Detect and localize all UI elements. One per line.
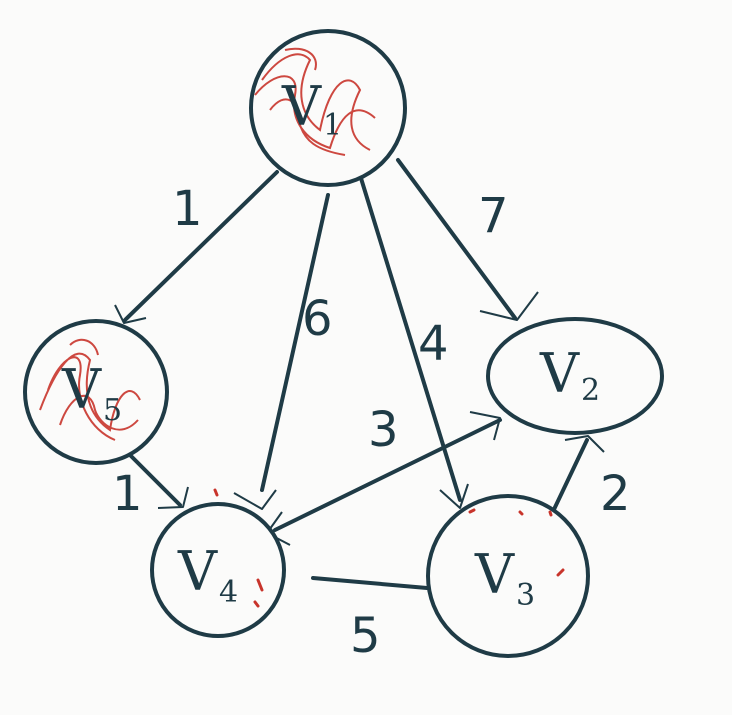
node-v2-circle — [486, 317, 664, 435]
node-v5-circle — [23, 319, 169, 465]
node-v1-circle — [249, 29, 407, 187]
edge-v1-v4 — [260, 193, 330, 492]
arrowhead-v3 — [439, 483, 469, 509]
weight-v1-v4: 6 — [302, 291, 333, 347]
arrowhead-v4-from-v1 — [233, 489, 277, 510]
node-v5[interactable]: V5 — [23, 319, 169, 465]
weight-v4-v3: 5 — [350, 608, 381, 664]
edge-v4-v3 — [311, 576, 429, 590]
arrowhead-v2-from-v3 — [564, 435, 605, 453]
node-v3-label: V3 — [474, 543, 535, 613]
node-v4-label: V4 — [177, 540, 238, 610]
edge-v2-v4 — [273, 418, 502, 532]
edge-v1-v5 — [123, 170, 279, 322]
node-v2[interactable]: V2 — [486, 317, 664, 435]
arrowhead-v2-from-v4 — [469, 411, 501, 441]
hatch-v5 — [39, 338, 141, 441]
node-v3-circle — [426, 494, 590, 658]
edge-v3-v2 — [546, 438, 589, 524]
arrowhead-v2-from-v1 — [479, 291, 539, 321]
red-marks-v4 — [213, 488, 264, 608]
node-v4-circle — [150, 502, 286, 638]
hatch-v1 — [254, 47, 376, 156]
arrowhead-v5 — [114, 304, 147, 324]
weight-v1-v2: 7 — [478, 188, 509, 244]
weight-v1-v5: 1 — [172, 181, 203, 237]
weight-v1-v3: 4 — [418, 316, 449, 372]
node-v3[interactable]: V3 — [426, 494, 590, 658]
edge-v1-v2 — [396, 158, 517, 320]
node-v5-label: V5 — [61, 358, 122, 428]
edges — [114, 158, 605, 590]
edge-weights: 1 6 4 7 1 3 2 5 — [112, 181, 631, 664]
arrowhead-v4-from-v5 — [157, 486, 189, 509]
weight-v3-v2: 2 — [600, 466, 631, 522]
node-v2-label: V2 — [539, 342, 600, 408]
weight-v5-v4: 1 — [112, 466, 143, 522]
node-v1-label: V1 — [281, 75, 342, 143]
node-v4[interactable]: V4 — [150, 488, 286, 638]
edge-v5-v4 — [128, 453, 182, 507]
red-marks-v3 — [468, 508, 565, 577]
weight-v2-v4: 3 — [368, 402, 399, 458]
node-v1[interactable]: V1 — [249, 29, 407, 187]
